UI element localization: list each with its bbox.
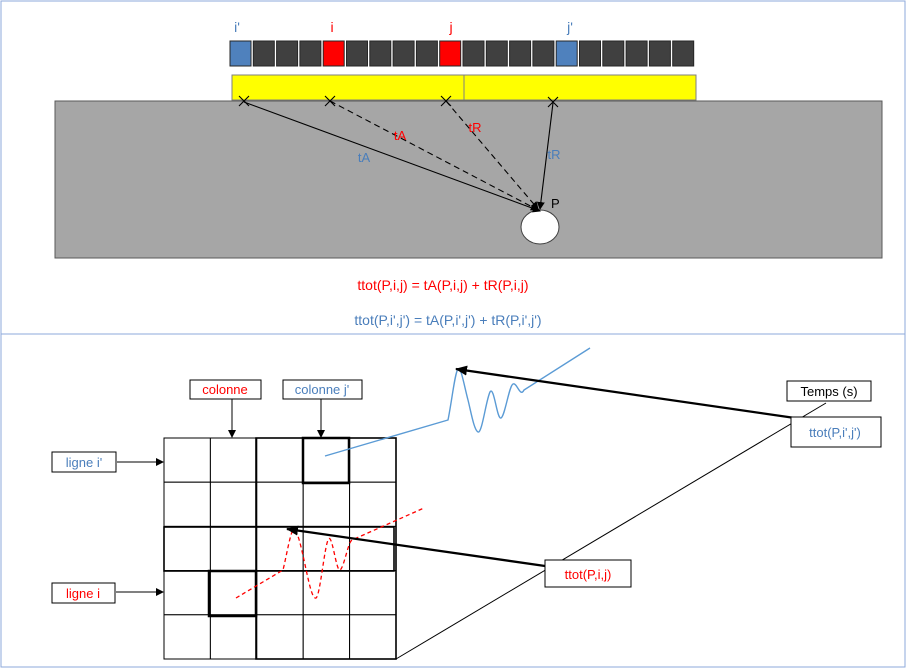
matrix-cell: [163, 525, 211, 572]
label-box-ttot-prime: [790, 416, 882, 448]
equation-ttot-i-prime-j-prime: ttot(P,i',j') = tA(P,i',j') + tR(P,i',j'…: [354, 312, 541, 328]
arrow-ttot-prime-to-signal: [455, 365, 796, 420]
probe-element: [625, 40, 648, 67]
matrix-cell: [256, 481, 304, 527]
element-label-i: i: [330, 19, 333, 35]
matrix-cell: [302, 481, 351, 527]
probe-element: [672, 40, 695, 67]
probe-element: [252, 40, 275, 67]
tfm-matrix-grid: [163, 437, 397, 660]
label-ligne-i: ligne i: [66, 586, 100, 601]
element-label-j-prime: j': [566, 19, 573, 35]
matrix-cell: [349, 437, 397, 483]
matrix-cell: [163, 614, 211, 660]
probe-element: [299, 40, 322, 67]
probe-element: [392, 40, 415, 67]
label-box-temps: [786, 380, 872, 402]
probe-element: [555, 40, 578, 67]
probe-element: [415, 40, 438, 67]
equation-ttot-i-j: ttot(P,i,j) = tA(P,i,j) + tR(P,i,j): [357, 277, 528, 293]
entry-mark-j-prime: [547, 96, 559, 108]
label-temps: Temps (s): [800, 384, 857, 399]
label-colonne: colonne: [202, 382, 248, 397]
time-axis-line: [395, 402, 827, 660]
label-box-ligne-i-prime: [51, 451, 117, 473]
wedge-left: [231, 74, 465, 101]
label-box-ttot: [544, 559, 632, 588]
matrix-cell: [209, 437, 258, 483]
probe-element: [276, 40, 299, 67]
point-label-p: P: [551, 196, 560, 211]
matrix-cell: [256, 437, 304, 483]
entry-mark-i: [324, 95, 336, 107]
defect-point: [520, 209, 560, 245]
row-highlight: [163, 526, 395, 572]
ray-ta-i: [329, 100, 539, 211]
label-ligne-i-prime: ligne i': [66, 455, 102, 470]
matrix-cell: [302, 570, 351, 616]
ray-ta-i-prime: [243, 101, 541, 213]
wedge-right: [463, 74, 697, 101]
entry-mark-j: [440, 95, 452, 107]
label-box-colonne: [189, 379, 262, 400]
matrix-cell: [209, 614, 258, 660]
probe-element: [229, 40, 252, 67]
matrix-cell: [349, 525, 397, 572]
probe-element: [648, 40, 671, 67]
label-ttot: ttot(P,i,j): [565, 567, 612, 582]
ray-label-ta-red: tA: [394, 128, 407, 143]
ray-label-tr-blue: tR: [548, 147, 561, 162]
matrix-cell: [349, 481, 397, 527]
probe-element: [509, 40, 532, 67]
matrix-cell: [163, 481, 211, 527]
probe-element: [485, 40, 508, 67]
element-label-j: j: [448, 19, 452, 35]
matrix-cell: [209, 525, 258, 572]
probe-element: [346, 40, 368, 67]
label-ttot-prime: ttot(P,i',j'): [809, 425, 861, 440]
ray-tr-j-prime: [536, 102, 554, 210]
matrix-cell: [349, 570, 397, 616]
probe-element: [602, 40, 625, 67]
matrix-cell: [302, 614, 351, 660]
matrix-cell: [163, 570, 211, 616]
matrix-cell: [209, 570, 258, 616]
probe-element: [532, 40, 555, 67]
matrix-cell: [349, 614, 397, 660]
matrix-cell: [256, 570, 304, 616]
matrix-cell: [302, 437, 351, 483]
probe-element: [439, 40, 462, 67]
entry-point-marks: [238, 95, 559, 108]
probe-element: [322, 40, 345, 67]
element-label-i-prime: i': [234, 19, 240, 35]
label-box-ligne-i: [51, 582, 116, 604]
probe-element-array: [229, 40, 695, 67]
column-highlight: [255, 437, 397, 660]
matrix-cell: [163, 437, 211, 483]
ray-tr-j: [445, 100, 539, 210]
arrow-ttot-to-signal: [286, 525, 546, 568]
matrix-cell: [209, 481, 258, 527]
probe-element: [579, 40, 601, 67]
probe-element: [462, 40, 485, 67]
probe-element: [369, 40, 392, 67]
ray-label-tr-red: tR: [469, 120, 482, 135]
label-colonne-j-prime: colonne j': [295, 382, 350, 397]
entry-mark-i-prime: [238, 95, 250, 107]
matrix-cell: [256, 614, 304, 660]
label-box-colonne-j-prime: [282, 379, 363, 400]
ray-label-ta-blue: tA: [358, 150, 371, 165]
